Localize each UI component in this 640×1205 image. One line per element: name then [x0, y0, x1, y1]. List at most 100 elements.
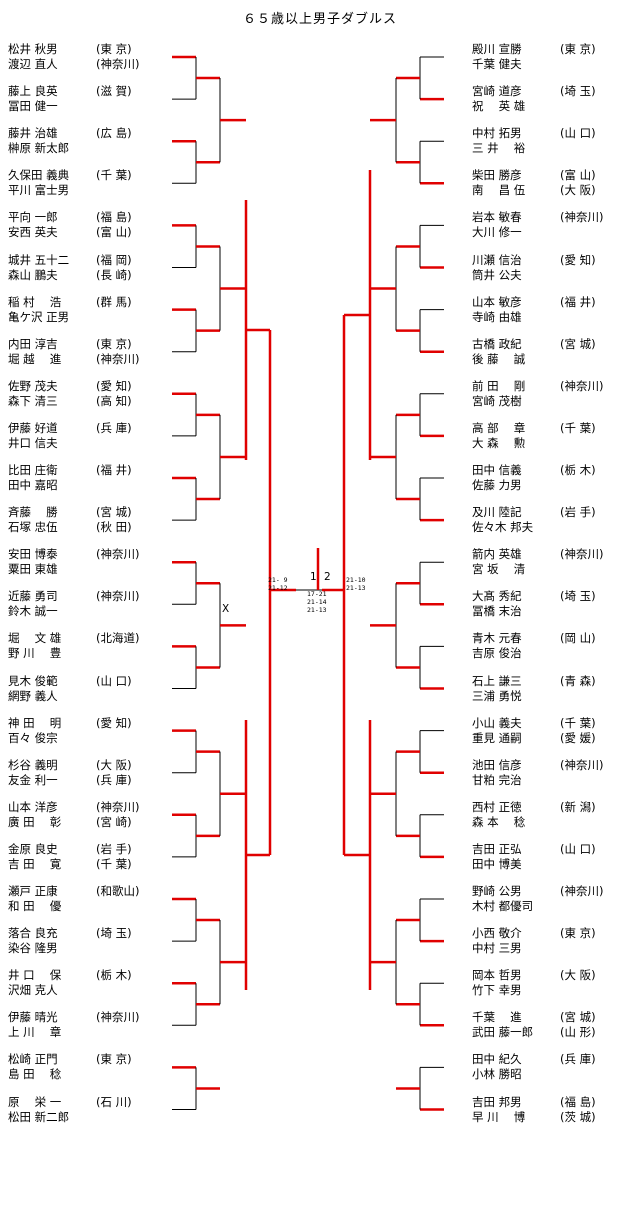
right-pair-player2: 田中 博美: [472, 856, 522, 871]
left-pair-player2: 渡辺 直人: [8, 57, 58, 71]
right-pair-prefecture1: (東 京): [560, 42, 596, 56]
right-pair-prefecture1: (兵 庫): [560, 1052, 596, 1067]
right-pair-prefecture1: (神奈川): [560, 547, 604, 562]
left-pair-prefecture1: (福 岡): [96, 252, 132, 267]
left-pair-player2: 榊原 新太郎: [8, 141, 70, 156]
right-pair-player1: 前 田 剛: [472, 378, 526, 393]
right-pair-player2: 千葉 健夫: [472, 57, 522, 71]
right-pair-player2: 宮 坂 清: [472, 562, 526, 577]
final-right-result: 2: [324, 571, 331, 583]
right-pair-player1: 吉田 正弘: [472, 841, 522, 856]
left-pair-prefecture1: (岩 手): [96, 841, 132, 856]
left-pair-prefecture1: (北海道): [96, 631, 140, 646]
left-pair-player2: 染谷 隆男: [8, 941, 58, 956]
left-pair-player1: 伊藤 晴光: [8, 1010, 58, 1025]
final-score-2: 21-14: [307, 598, 327, 606]
left-pair-player2: 平川 富士男: [8, 183, 70, 198]
left-pair-player2: 野 川 豊: [8, 646, 62, 661]
left-pair-player2: 堀 越 進: [8, 351, 62, 366]
left-pair-player2: 田中 嘉昭: [8, 478, 58, 492]
left-pair-player1: 松井 秋男: [8, 42, 58, 56]
semi-left-score-2: 21-12: [268, 584, 288, 592]
page-title: ６５歳以上男子ダブルス: [242, 12, 397, 27]
right-pair-prefecture1: (山 口): [560, 841, 596, 856]
left-pair-prefecture2: (兵 庫): [96, 772, 132, 787]
left-pair-prefecture2: (宮 崎): [96, 814, 132, 829]
right-pair-player1: 田中 信義: [472, 463, 522, 477]
right-pair-prefecture1: (栃 木): [560, 463, 596, 477]
right-pair-prefecture1: (神奈川): [560, 757, 604, 772]
right-pair-prefecture1: (千 葉): [560, 715, 596, 730]
right-pair-player2: 筒井 公夫: [472, 267, 522, 282]
right-pair-player1: 西村 正徳: [472, 799, 522, 814]
left-pair-prefecture1: (山 口): [96, 673, 132, 688]
final-score-3: 21-13: [307, 606, 327, 614]
left-pair-prefecture1: (滋 賀): [96, 84, 132, 99]
right-pair-player2: 中村 三男: [472, 941, 522, 956]
left-pair-player2: 石塚 忠伍: [8, 520, 58, 535]
right-pair-prefecture1: (神奈川): [560, 210, 604, 225]
bracket-lines: [172, 55, 444, 1111]
final-left-result: 1: [310, 571, 317, 583]
left-pair-player2: 冨田 健一: [8, 99, 58, 114]
right-pair-prefecture1: (青 森): [560, 673, 596, 688]
right-pair-player2: 寺崎 由雄: [472, 309, 522, 324]
semi-right-score-1: 21-10: [346, 576, 366, 584]
left-pair-player2: 松田 新二郎: [8, 1109, 70, 1124]
right-pair-player1: 岡本 哲男: [472, 968, 522, 983]
left-pair-prefecture2: (秋 田): [96, 520, 132, 535]
right-pair-player2: 南 昌 伍: [472, 183, 526, 198]
left-pair-player2: 鈴木 誠一: [8, 604, 58, 619]
right-pair-player1: 宮崎 道彦: [472, 84, 522, 99]
left-pair-player1: 見木 俊範: [8, 673, 58, 688]
right-pair-prefecture1: (埼 玉): [560, 84, 596, 99]
right-pair-player1: 中村 拓男: [472, 126, 522, 141]
left-pair-player2: 沢畑 克人: [8, 983, 58, 998]
left-pair-player1: 伊藤 好道: [8, 420, 58, 435]
left-pair-prefecture1: (愛 知): [96, 378, 132, 393]
left-pair-player2: 廣 田 彰: [8, 814, 62, 829]
right-pair-prefecture1: (福 井): [560, 294, 596, 309]
right-pair-player1: 川瀬 信治: [472, 252, 522, 267]
left-pair-player1: 平向 一郎: [8, 210, 58, 225]
left-pair-player1: 城井 五十二: [8, 252, 70, 267]
semi-left-score-1: 21- 9: [268, 576, 288, 584]
left-pair-prefecture2: (神奈川): [96, 57, 140, 71]
left-pair-prefecture1: (群 馬): [96, 294, 132, 309]
left-pair-player2: 百々 俊宗: [8, 730, 58, 745]
left-pair-player2: 森山 鵬夫: [8, 267, 58, 282]
left-pair-player1: 近藤 勇司: [8, 589, 58, 604]
right-pair-player2: 大 森 勲: [472, 435, 526, 450]
left-pair-player1: 比田 庄衛: [8, 463, 58, 477]
right-pair-prefecture1: (岡 山): [560, 631, 596, 646]
left-pair-prefecture1: (東 京): [96, 1052, 132, 1067]
left-pair-player1: 杉谷 義明: [8, 757, 58, 772]
left-pair-prefecture1: (神奈川): [96, 799, 140, 814]
left-pair-player2: 吉 田 寛: [8, 856, 62, 871]
left-pair-player1: 金原 良史: [8, 841, 58, 856]
left-pair-player2: 井口 信夫: [8, 435, 58, 450]
left-pair-player1: 佐野 茂夫: [8, 378, 58, 393]
right-pair-prefecture2: (愛 媛): [560, 730, 596, 745]
right-pair-player1: 岩本 敏春: [472, 210, 522, 225]
right-pair-player2: 祝 英 雄: [472, 99, 526, 114]
right-pair-player2: 早 川 博: [472, 1109, 526, 1124]
left-pair-prefecture1: (神奈川): [96, 589, 140, 604]
left-pair-prefecture1: (栃 木): [96, 968, 132, 983]
right-pair-prefecture1: (東 京): [560, 926, 596, 941]
left-pair-prefecture1: (大 阪): [96, 757, 132, 772]
left-pair-player2: 島 田 稔: [8, 1067, 62, 1082]
left-pair-player1: 松崎 正門: [8, 1052, 58, 1067]
left-pair-player1: 内田 淳吉: [8, 336, 58, 351]
right-pair-player1: 山本 敏彦: [472, 294, 522, 309]
left-pair-prefecture1: (和歌山): [96, 884, 140, 898]
left-pair-player2: 網野 義人: [8, 688, 58, 703]
right-pair-player1: 田中 紀久: [472, 1052, 522, 1067]
right-pair-player2: 森 本 稔: [472, 814, 526, 829]
right-pair-player2: 後 藤 誠: [472, 351, 526, 366]
left-pair-player1: 山本 洋彦: [8, 799, 58, 814]
final-score-1: 17-21: [307, 590, 327, 598]
right-pair-prefecture1: (山 口): [560, 126, 596, 141]
right-pair-player1: 大髙 秀紀: [472, 589, 522, 604]
left-pair-player2: 粟田 東雄: [8, 562, 58, 577]
